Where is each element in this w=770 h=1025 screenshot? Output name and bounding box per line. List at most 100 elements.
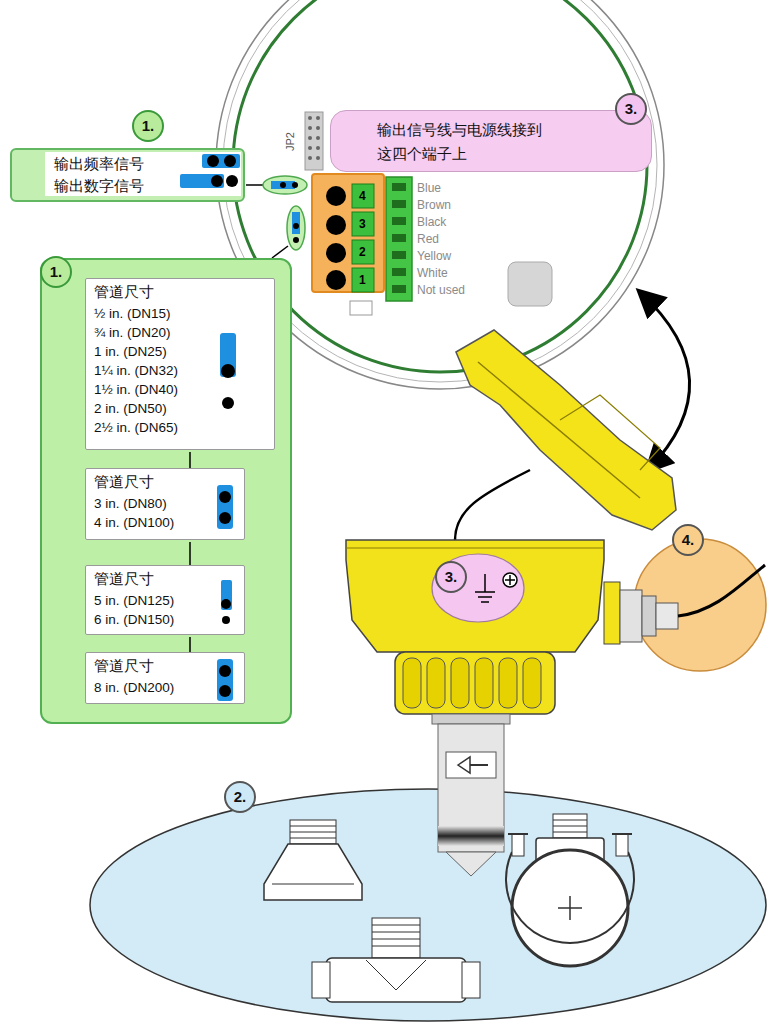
pipe-size: ¾ in. (DN20) [94, 324, 171, 341]
ground-screw [505, 575, 515, 585]
wire-color: Not used [417, 282, 465, 299]
tee-thread [372, 918, 420, 958]
leader-line [272, 246, 288, 258]
ground-symbol [475, 574, 495, 602]
option-text: 输出频率信号 [54, 154, 144, 174]
ground-screw [503, 573, 517, 587]
clamp-thread [553, 814, 587, 838]
jumper-pin [224, 155, 236, 167]
pin [316, 156, 320, 160]
fitting-thread [290, 820, 336, 844]
housing-neck [395, 652, 555, 714]
callout-number: 3. [615, 93, 647, 125]
jumper-pin [221, 364, 235, 378]
jumper-pin [222, 397, 234, 409]
jumper-cap [217, 485, 233, 529]
inner-panel [45, 152, 241, 196]
sensor-collar [432, 714, 510, 724]
pipe-size: ½ in. (DN15) [94, 305, 171, 322]
terminal-screw [326, 243, 346, 263]
size-box: 管道尺寸8 in. (DN200) [85, 652, 245, 704]
jumper-pin [221, 599, 231, 609]
cooling-fin [523, 658, 541, 708]
cooling-fin [427, 658, 445, 708]
housing-body [346, 540, 604, 652]
pin [308, 146, 312, 150]
jumper-pin [293, 237, 299, 243]
jumper-cap [271, 181, 295, 189]
wire-slot [392, 200, 406, 208]
jumper-figure [212, 657, 238, 703]
jumper-pin [293, 223, 299, 229]
terminal-tag [352, 212, 374, 236]
header-body [305, 112, 323, 170]
clamp-bolt [508, 833, 632, 835]
cable-area [634, 539, 766, 671]
callout-number: 3. [435, 561, 467, 593]
flow-arrow [458, 757, 470, 773]
pipe-size: 1½ in. (DN40) [94, 381, 178, 398]
clamp-bolt [616, 834, 628, 856]
note-text: 输出信号线与电源线接到 这四个端子上 [377, 118, 548, 166]
clamp-pipe [512, 850, 628, 966]
adapter-fitting [264, 844, 362, 900]
pipe-size: 5 in. (DN125) [94, 592, 174, 609]
adapter-fitting [272, 884, 354, 885]
terminal-screw [326, 186, 346, 206]
pin [308, 156, 312, 160]
pipe-size: 8 in. (DN200) [94, 679, 174, 696]
terminal-number: 1 [359, 272, 366, 289]
tee-fitting [326, 958, 466, 1002]
size-heading: 管道尺寸 [94, 282, 154, 302]
sensor-tip [446, 852, 496, 876]
jumper-figure [212, 483, 238, 533]
callout-number: 2. [224, 781, 256, 813]
fittings-area [90, 789, 766, 1021]
pin [316, 126, 320, 130]
wire-color: Brown [417, 197, 451, 214]
cooling-fin [499, 658, 517, 708]
gland-boss [604, 582, 620, 644]
size-heading: 管道尺寸 [94, 569, 154, 589]
pin [316, 136, 320, 140]
wire-slot [392, 268, 406, 276]
size-box: 管道尺寸½ in. (DN15)¾ in. (DN20)1 in. (DN25)… [85, 278, 275, 450]
jumper-name: JP2 [282, 132, 299, 151]
flow-arrow [468, 764, 488, 766]
jumper-oval [287, 206, 305, 250]
pipe-size: 2½ in. (DN65) [94, 419, 178, 436]
clamp-strap [506, 852, 634, 943]
jumper-cap [292, 212, 300, 234]
pipe-size: 2 in. (DN50) [94, 400, 167, 417]
cable-gland [656, 603, 678, 629]
cooling-fin [451, 658, 469, 708]
jumper-cap [180, 174, 224, 188]
fitting-thread [290, 826, 336, 838]
terminal-tag [352, 268, 374, 292]
wire-color: Blue [417, 180, 441, 197]
housing-cover [456, 330, 676, 530]
jumper-cap [202, 154, 240, 168]
wire-color: White [417, 265, 448, 282]
pipe-size: 1¼ in. (DN32) [94, 362, 178, 379]
jumper-pin [280, 182, 286, 188]
board-part [350, 301, 372, 315]
option-text: 输出数字信号 [54, 176, 144, 196]
pin [316, 116, 320, 120]
tee-thread [372, 925, 420, 946]
flow-arrow-box [446, 752, 496, 778]
pipe-size: 3 in. (DN80) [94, 495, 167, 512]
terminal-tag [352, 184, 374, 208]
clamp-bolt [512, 834, 524, 856]
pin [308, 136, 312, 140]
cooling-fin [403, 658, 421, 708]
jumper-pin [226, 175, 238, 187]
wire-slot [392, 183, 406, 191]
callout-number: 1. [132, 110, 164, 142]
pipe-size-panel: 1. 管道尺寸½ in. (DN15)¾ in. (DN20)1 in. (DN… [40, 258, 292, 724]
seal-ring [233, 0, 647, 372]
housing-seam [346, 547, 604, 548]
cable-gland [620, 590, 642, 642]
terminal-number: 2 [359, 244, 366, 261]
